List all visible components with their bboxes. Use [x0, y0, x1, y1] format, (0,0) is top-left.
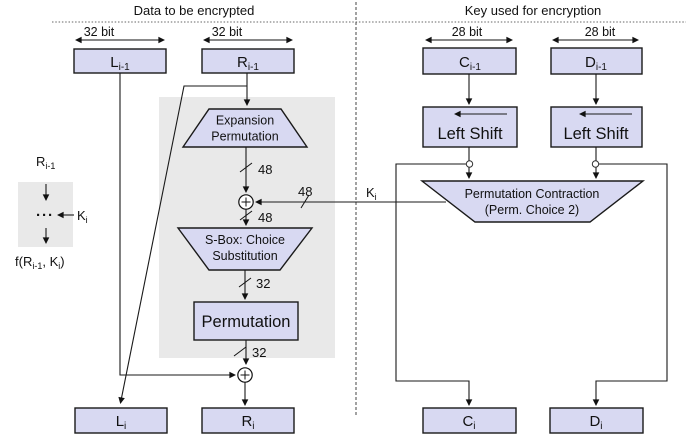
svg-text:Ri-1: Ri-1 — [237, 54, 259, 73]
key-section-title: Key used for encryption — [465, 3, 602, 18]
permutation-contraction-block: Permutation Contraction (Perm. Choice 2) — [419, 180, 646, 223]
legend-output-label: f(Ri-1, Ki) — [15, 254, 65, 271]
svg-text:(Perm. Choice 2): (Perm. Choice 2) — [485, 203, 579, 217]
legend-dots: ··· — [36, 207, 54, 224]
register-r-next: Ri — [201, 407, 295, 434]
svg-text:Permutation: Permutation — [211, 130, 278, 144]
register-d-prev: Di-1 — [550, 47, 643, 75]
left-shift-c-block: Left Shift — [422, 106, 518, 148]
register-l-prev: Li-1 — [73, 48, 167, 74]
svg-text:Expansion: Expansion — [216, 114, 274, 128]
data-section-title: Data to be encrypted — [134, 3, 255, 18]
round-key-label: Ki — [366, 185, 377, 202]
r-prev-to-l-next-arrow — [118, 85, 247, 404]
c-feedback-to-c-next-arrow — [395, 163, 473, 406]
f-function-legend: Ri-1 ··· Ki f(Ri-1, Ki) — [15, 154, 88, 271]
bus-tick-48-expansion — [239, 162, 253, 173]
r-width-label: 32 bit — [212, 25, 243, 39]
xor-feistel-mix — [237, 367, 253, 383]
svg-text:Permutation Contraction: Permutation Contraction — [465, 187, 600, 201]
permutation-block: Permutation — [193, 301, 299, 341]
c-branch-junction — [465, 160, 474, 168]
c-width-label: 28 bit — [452, 25, 483, 39]
svg-text:Ci-1: Ci-1 — [459, 54, 481, 73]
xor-key-mix — [238, 194, 254, 210]
svg-text:Ri: Ri — [241, 413, 254, 432]
svg-text:S-Box: Choice: S-Box: Choice — [205, 233, 285, 247]
l-width-label: 32 bit — [84, 25, 115, 39]
register-l-next: Li — [74, 407, 168, 434]
bus-tick-32-sbox — [238, 277, 252, 288]
expansion-permutation-block: Expansion Permutation — [181, 108, 309, 148]
d-width-label: 28 bit — [585, 25, 616, 39]
l-prev-to-xor2-arrow — [119, 73, 236, 379]
svg-text:Left Shift: Left Shift — [563, 125, 629, 143]
svg-text:Substitution: Substitution — [212, 249, 277, 263]
bus-label-32-perm: 32 — [252, 345, 266, 360]
svg-text:Di-1: Di-1 — [585, 54, 607, 73]
svg-text:Ci: Ci — [462, 413, 475, 432]
left-shift-d-block: Left Shift — [550, 106, 643, 148]
bus-label-32-sbox: 32 — [256, 276, 270, 291]
svg-text:Li-1: Li-1 — [110, 54, 130, 73]
svg-text:Left Shift: Left Shift — [437, 125, 503, 143]
bus-label-48-sbox: 48 — [258, 210, 272, 225]
sbox-block: S-Box: Choice Substitution — [176, 227, 314, 271]
legend-key-label: Ki — [77, 208, 88, 225]
bus-tick-32-perm — [233, 346, 247, 357]
register-r-prev: Ri-1 — [201, 48, 295, 74]
register-d-next: Di — [549, 407, 644, 434]
svg-text:Li: Li — [116, 413, 127, 432]
bus-label-48-key: 48 — [298, 184, 312, 199]
d-feedback-to-d-next-arrow — [592, 163, 668, 406]
bit-width-annotations: 32 bit 32 bit 28 bit 28 bit — [75, 25, 639, 44]
d-branch-junction — [591, 160, 600, 168]
bus-tick-48-sbox — [239, 210, 253, 221]
legend-input-label: Ri-1 — [36, 154, 55, 171]
svg-text:Permutation: Permutation — [202, 313, 291, 331]
svg-text:Di: Di — [589, 413, 602, 432]
bus-label-48-expansion: 48 — [258, 162, 272, 177]
register-c-prev: Ci-1 — [422, 47, 517, 75]
register-c-next: Ci — [422, 407, 517, 434]
bus-tick-48-key — [300, 194, 310, 209]
